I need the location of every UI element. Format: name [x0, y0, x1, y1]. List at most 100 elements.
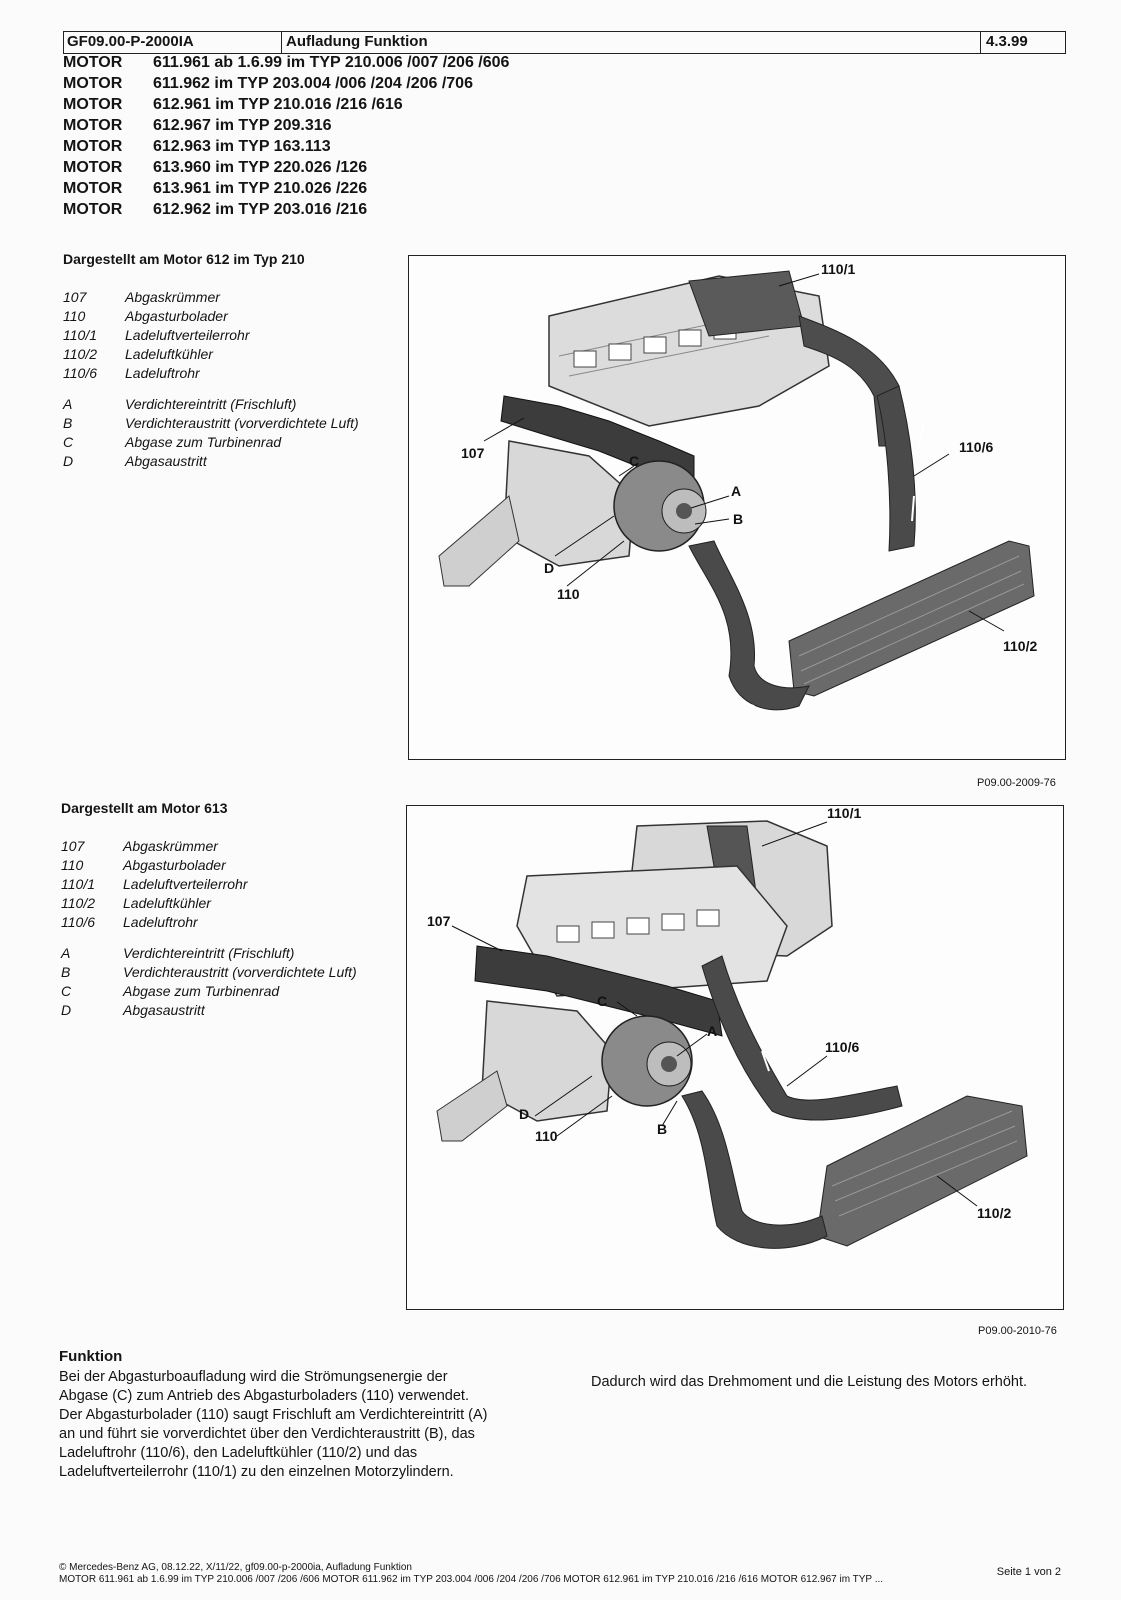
- motor-label: MOTOR: [63, 138, 123, 155]
- legend-row: C Abgase zum Turbinenrad: [63, 433, 370, 452]
- legend-row: 110 Abgasturbolader: [61, 856, 368, 875]
- callout-a: A: [707, 1023, 717, 1039]
- motor-desc: 612.967 im TYP 209.316: [153, 117, 332, 134]
- funktion-line: Der Abgasturbolader (110) saugt Frischlu…: [59, 1407, 488, 1423]
- motor-row: MOTOR 612.967 im TYP 209.316: [63, 117, 509, 138]
- legend-row: 110/2 Ladeluftkühler: [61, 894, 368, 913]
- callout-c: C: [629, 453, 639, 469]
- funktion-line: an und führt sie vorverdichtet über den …: [59, 1426, 475, 1442]
- legend-key: 107: [61, 838, 85, 854]
- legend-key: A: [61, 945, 71, 961]
- doc-title: Aufladung Funktion: [282, 32, 981, 53]
- funktion-line: Bei der Abgasturboaufladung wird die Str…: [59, 1369, 448, 1385]
- motor-label: MOTOR: [63, 180, 123, 197]
- turbo-diagram-motor-613: 110/1 107 110/6 A B C D 110 110/2: [406, 805, 1064, 1310]
- callout-c: C: [597, 993, 607, 1009]
- callout-d: D: [544, 560, 554, 576]
- legend-row: D Abgasaustritt: [63, 452, 370, 471]
- motor-label: MOTOR: [63, 117, 123, 134]
- legend-value: Ladeluftrohr: [125, 365, 200, 381]
- legend-key: 110/2: [63, 346, 97, 362]
- charge-air-cooler: [816, 1095, 1028, 1247]
- motor-desc: 612.962 im TYP 203.016 /216: [153, 201, 368, 218]
- motor-label: MOTOR: [63, 75, 123, 92]
- legend-value: Ladeluftverteilerrohr: [123, 876, 248, 892]
- charge-air-cooler: [788, 540, 1035, 697]
- legend-value: Verdichtereintritt (Frischluft): [123, 945, 295, 961]
- motor-desc: 612.963 im TYP 163.113: [153, 138, 331, 155]
- charge-air-pipe: [701, 955, 903, 1121]
- figure-code: P09.00-2009-76: [977, 777, 1056, 789]
- legend-key: D: [63, 453, 74, 469]
- legend-key: 110/2: [61, 895, 95, 911]
- doc-date: 4.3.99: [986, 33, 1028, 50]
- legend-value: Abgase zum Turbinenrad: [123, 983, 280, 999]
- callout-110-6: 110/6: [959, 439, 993, 455]
- callout-110: 110: [557, 586, 580, 602]
- legend-key: D: [61, 1002, 72, 1018]
- footer-motors: MOTOR 611.961 ab 1.6.99 im TYP 210.006 /…: [59, 1574, 884, 1585]
- legend-key: B: [61, 964, 71, 980]
- turbo-diagram-svg: 110/1 107 110/6 A B C D 110 110/2: [438, 261, 1037, 711]
- callout-110: 110: [535, 1128, 558, 1144]
- motor-row: MOTOR 613.961 im TYP 210.026 /226: [63, 180, 509, 201]
- legend-key: C: [63, 434, 74, 450]
- legend-row: 110/1 Ladeluftverteilerrohr: [61, 875, 368, 894]
- funktion-line: Ladeluftrohr (110/6), den Ladeluftkühler…: [59, 1445, 418, 1461]
- doc-id: GF09.00-P-2000IA: [64, 32, 282, 53]
- callout-d: D: [519, 1106, 529, 1122]
- legend-value: Abgasturbolader: [125, 308, 228, 324]
- motor-label: MOTOR: [63, 96, 123, 113]
- charge-air-pipe: [876, 385, 916, 552]
- legend-key: 110: [61, 857, 84, 873]
- legend-key: 110/6: [61, 914, 95, 930]
- callout-107: 107: [461, 445, 485, 461]
- motor-desc: 613.961 im TYP 210.026 /226: [153, 180, 368, 197]
- legend-value: Verdichteraustritt (vorverdichtete Luft): [125, 415, 359, 431]
- section2-title: Dargestellt am Motor 613: [61, 800, 228, 816]
- legend-key: A: [63, 396, 73, 412]
- footer-copyright: © Mercedes-Benz AG, 08.12.22, X/11/22, g…: [59, 1562, 412, 1573]
- callout-a: A: [731, 483, 741, 499]
- document-header: GF09.00-P-2000IA Aufladung Funktion 4.3.…: [63, 31, 1066, 54]
- funktion-summary: Dadurch wird das Drehmoment und die Leis…: [591, 1374, 1028, 1390]
- motor-row: MOTOR 612.963 im TYP 163.113: [63, 138, 509, 159]
- motor-desc: 613.960 im TYP 220.026 /126: [153, 159, 368, 176]
- callout-b: B: [657, 1121, 667, 1137]
- figure-code: P09.00-2010-76: [978, 1325, 1057, 1337]
- callout-110-2: 110/2: [977, 1205, 1011, 1221]
- legend-value: Ladeluftkühler: [123, 895, 211, 911]
- motor-desc: 612.961 im TYP 210.016 /216 /616: [153, 96, 403, 113]
- motor-desc: 611.962 im TYP 203.004 /006 /204 /206 /7…: [153, 75, 473, 92]
- legend-row: A Verdichtereintritt (Frischluft): [61, 944, 368, 963]
- motor-row: MOTOR 612.961 im TYP 210.016 /216 /616: [63, 96, 509, 117]
- legend-row: 110/1 Ladeluftverteilerrohr: [63, 326, 370, 345]
- legend-key: 110/1: [61, 876, 95, 892]
- legend-value: Verdichteraustritt (vorverdichtete Luft): [123, 964, 357, 980]
- legend-key: 110/1: [63, 327, 97, 343]
- legend-value: Verdichtereintritt (Frischluft): [125, 396, 297, 412]
- legend-row: B Verdichteraustritt (vorverdichtete Luft…: [61, 963, 368, 982]
- turbo-diagram-svg: 110/1 107 110/6 A B C D 110 110/2: [427, 806, 1028, 1252]
- legend-value: Ladeluftverteilerrohr: [125, 327, 250, 343]
- exhaust-manifold: [474, 945, 723, 1037]
- legend-key: 110: [63, 308, 86, 324]
- legend-row: 110 Abgasturbolader: [63, 307, 370, 326]
- legend-value: Abgasturbolader: [123, 857, 226, 873]
- funktion-line: Ladeluftverteilerrohr (110/1) zu den ein…: [59, 1464, 454, 1480]
- charge-air-distribution-pipe: [688, 270, 805, 337]
- callout-110-1: 110/1: [821, 261, 855, 277]
- legend-value: Ladeluftrohr: [123, 914, 198, 930]
- callout-b: B: [733, 511, 743, 527]
- legend-value: Abgase zum Turbinenrad: [125, 434, 282, 450]
- legend-value: Abgasaustritt: [125, 453, 207, 469]
